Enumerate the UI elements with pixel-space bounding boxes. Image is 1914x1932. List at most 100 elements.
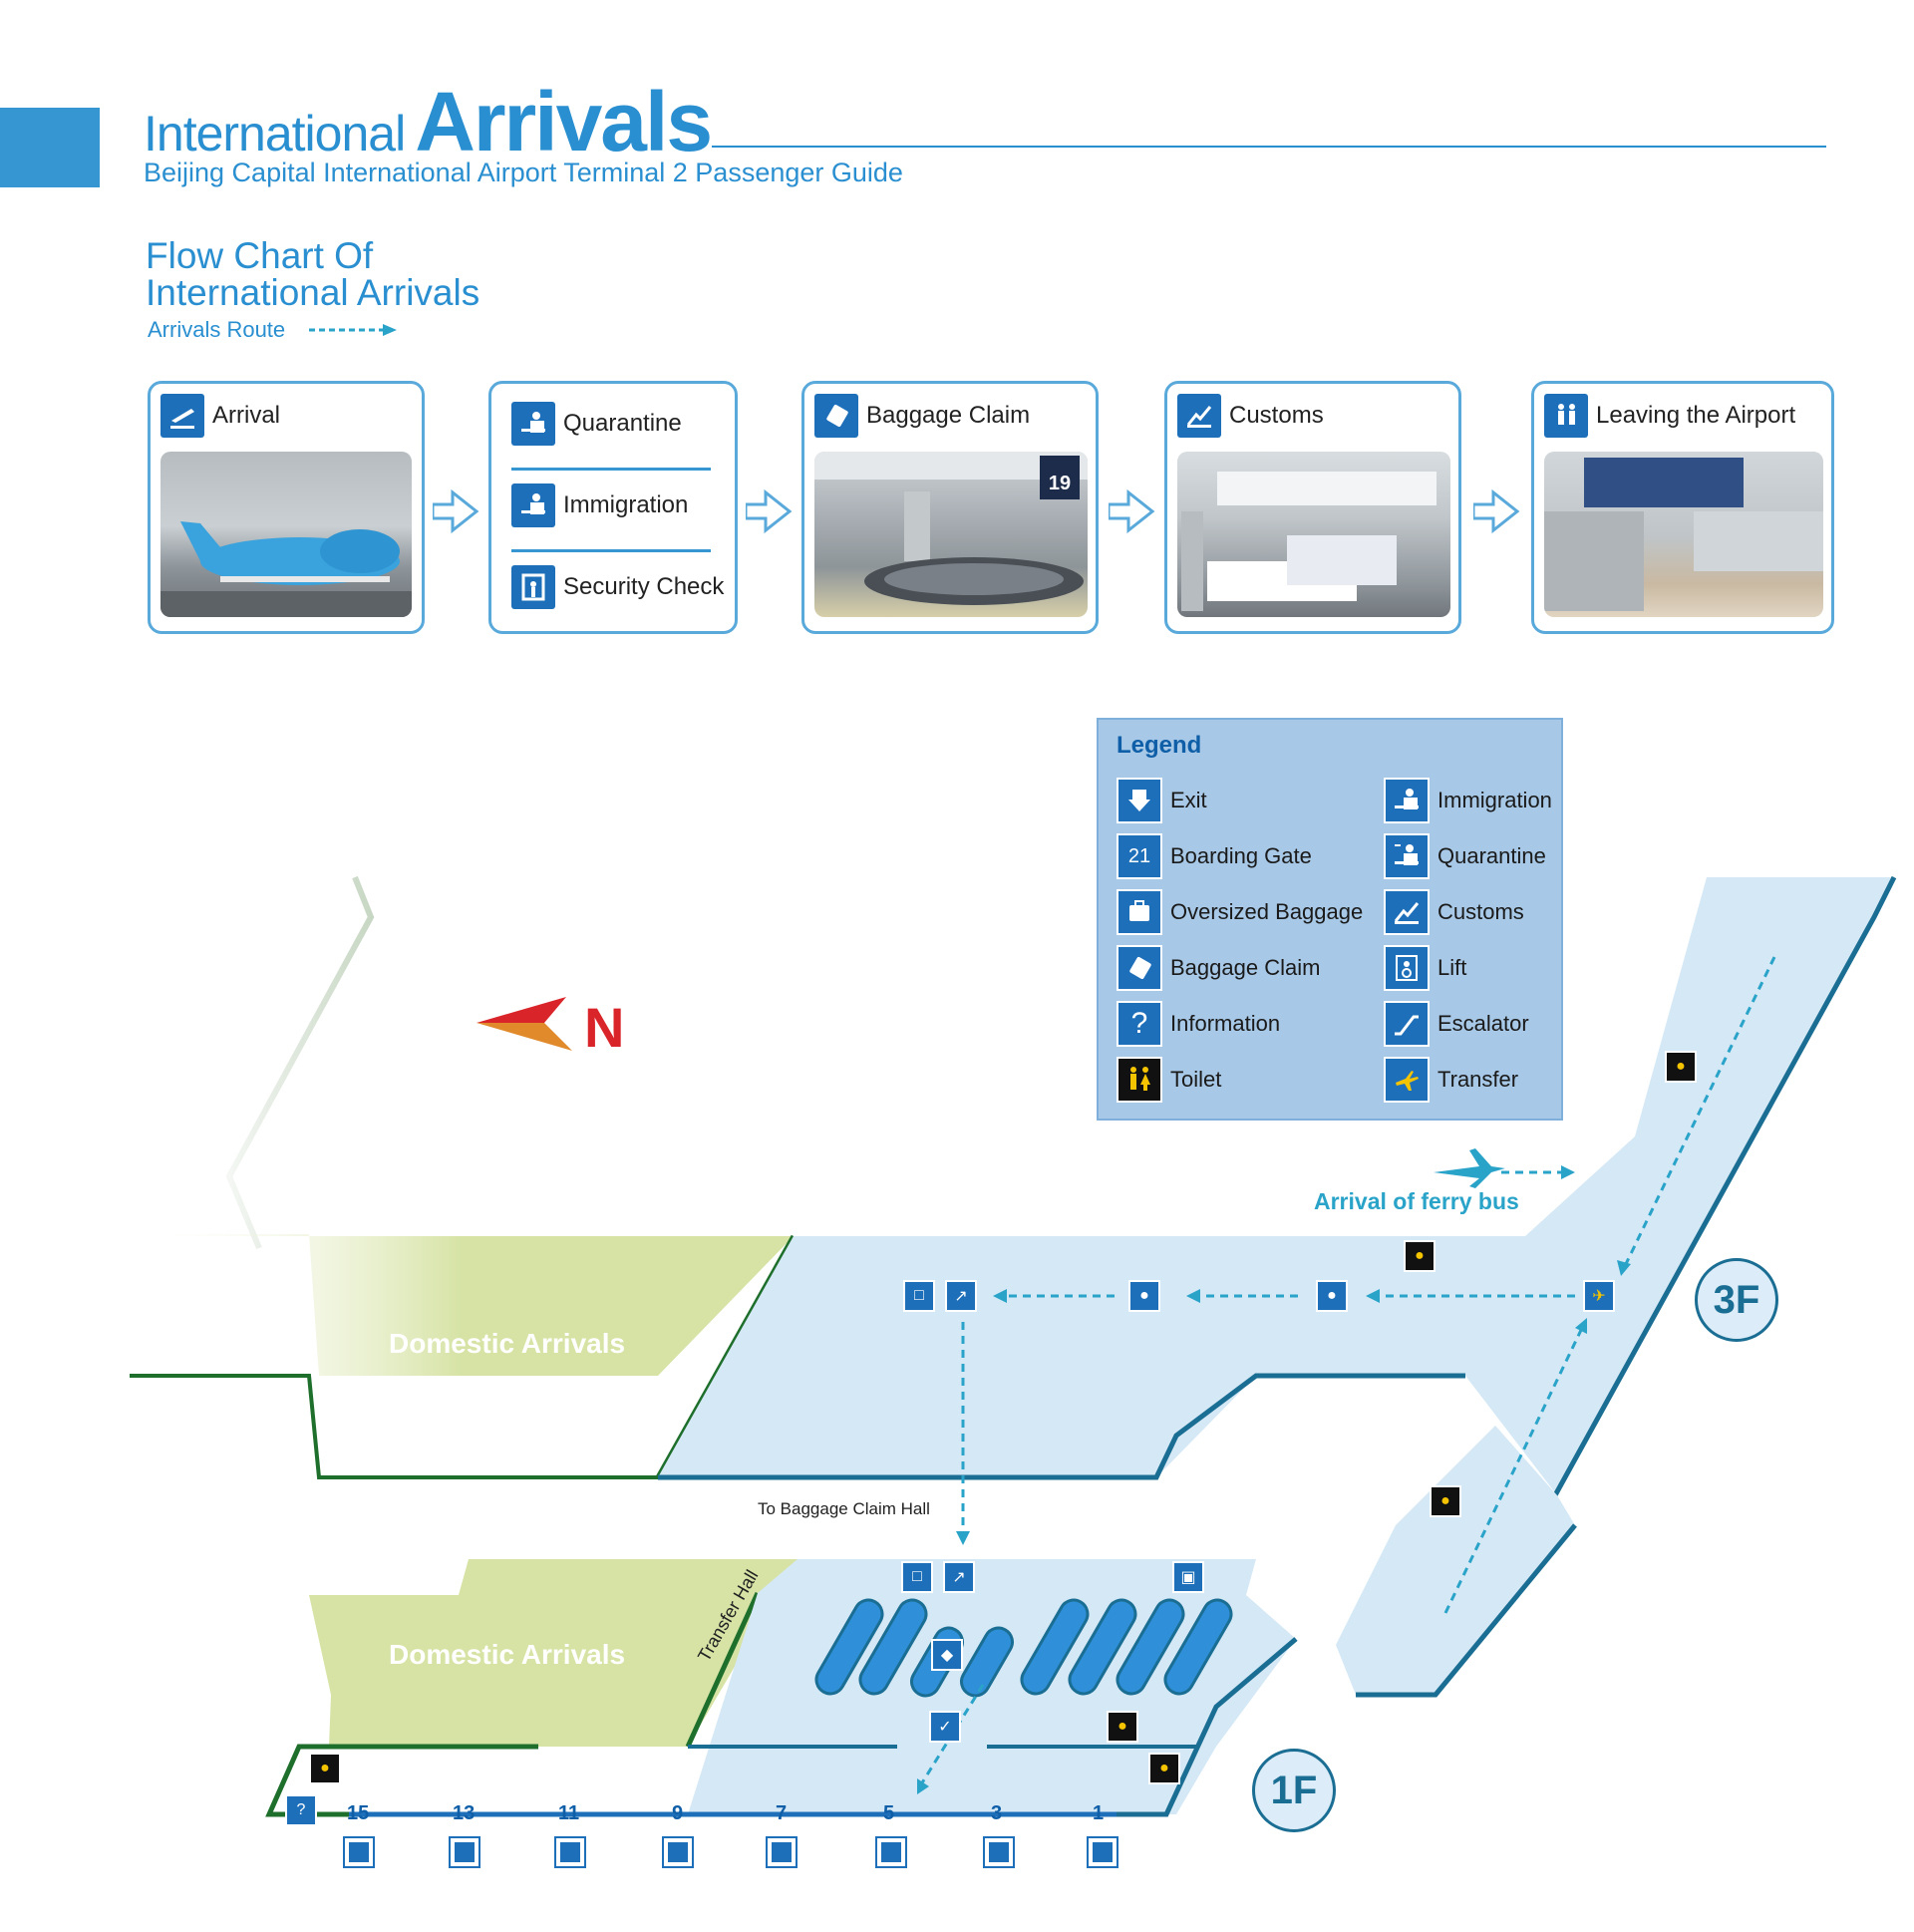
legend-label: Baggage Claim [1170,955,1321,980]
route-dashed-arrow [309,324,397,336]
flow-step-label: Leaving the Airport [1596,402,1796,429]
gate-number: 13 [453,1802,476,1824]
gate-number: 5 [883,1802,895,1824]
information-icon: ? [285,1794,317,1826]
quarantine-icon [511,402,555,446]
flow-title-line1: Flow Chart Of [146,235,374,276]
satellite-arm-1f [1336,1426,1575,1695]
exit-icon [1116,778,1162,823]
domestic-arrivals-3f-label: Domestic Arrivals [389,1328,626,1359]
leaving-icon [1544,394,1588,438]
faded-outline [225,875,375,1250]
legend-item-exit: Exit [1116,778,1207,823]
flow-step-label: Security Check [563,573,725,600]
lift-icon: □ [903,1280,935,1312]
legend-label: Transfer [1437,1067,1519,1092]
gate-number: 3 [991,1802,1003,1824]
header-accent-block [0,108,100,187]
exit-icon [554,1836,586,1868]
flow-arrow-icon [1473,488,1520,534]
baggage-carousels [814,1598,1233,1698]
immigration-icon: ● [1128,1280,1160,1312]
domestic-arrivals-1f-zone [309,1559,798,1747]
security-check-icon [511,565,555,609]
arrival-photo [160,452,412,617]
exit-icon [662,1836,694,1868]
flow-step-label: Baggage Claim [866,402,1031,429]
exit-icon [1087,1836,1118,1868]
quarantine-icon: ● [1316,1280,1348,1312]
photo-sign-number: 19 [1049,473,1071,494]
baggage-claim-photo: 19 [814,452,1088,617]
customs-icon [1384,889,1430,935]
floor-badge-3f: 3F [1695,1258,1778,1342]
escalator-icon [1384,1001,1430,1047]
ferry-bus-label: Arrival of ferry bus [1314,1188,1519,1214]
oversized-baggage-icon [1116,889,1162,935]
legend-label: Oversized Baggage [1170,899,1364,924]
baggage-claim-hall-1f [688,1559,1296,1814]
leaving-photo [1544,452,1823,617]
toilet-icon [1116,1057,1162,1103]
legend-label: Immigration [1437,788,1552,812]
legend-label: Customs [1437,899,1524,924]
immigration-icon [1384,778,1430,823]
transfer-icon [1384,1057,1430,1103]
legend-item-boarding-gate: 21 Boarding Gate [1116,833,1312,879]
legend-item-toilet: Toilet [1116,1057,1221,1103]
ferry-plane-icon [1434,1148,1505,1188]
domestic-arrivals-1f-label: Domestic Arrivals [389,1639,626,1670]
legend-item-oversized-baggage: Oversized Baggage [1116,889,1363,935]
legend-item-escalator: Escalator [1384,1001,1529,1047]
exit-icon [766,1836,798,1868]
legend-label: Toilet [1170,1067,1222,1092]
flow-step-arrival: Arrival [148,381,425,634]
to-baggage-claim-note: To Baggage Claim Hall [758,1499,930,1518]
gate-number: 9 [672,1802,684,1824]
gate-number: 1 [1093,1802,1105,1824]
information-icon: ? [1116,1001,1162,1047]
legend-item-immigration: Immigration [1384,778,1552,823]
customs-icon: ✓ [929,1711,961,1743]
baggage-claim-icon [1116,945,1162,991]
legend-item-transfer: Transfer [1384,1057,1518,1103]
toilet-icon: ● [1665,1051,1697,1083]
toilet-icon: ● [309,1753,341,1784]
toilet-icon: ● [1107,1711,1138,1743]
legend-item-baggage-claim: Baggage Claim [1116,945,1320,991]
flow-step-customs: Customs [1164,381,1461,634]
escalator-icon: ↗ [943,1561,975,1593]
gate-number: 15 [347,1802,370,1824]
customs-photo [1177,452,1450,617]
flow-step-label: Arrival [212,402,281,429]
oversized-baggage-icon: ▣ [1172,1561,1204,1593]
legend-label: Escalator [1437,1011,1529,1036]
floor-badge-1f: 1F [1252,1749,1336,1832]
title-main: Arrivals [415,75,713,168]
step-separator [511,468,711,471]
escalator-icon: ↗ [945,1280,977,1312]
step-separator [511,549,711,552]
north-arrow-icon [477,997,572,1051]
exit-icon [875,1836,907,1868]
lift-icon: □ [901,1561,933,1593]
route-legend-label: Arrivals Route [148,317,286,342]
legend-item-quarantine: Quarantine [1384,833,1546,879]
toilet-icon: ● [1404,1240,1436,1272]
baggage-claim-icon: ◆ [931,1639,963,1671]
flow-arrow-icon [433,488,479,534]
lift-icon [1384,945,1430,991]
legend-label: Exit [1170,788,1207,812]
exit-icon [983,1836,1015,1868]
flow-arrow-icon [1109,488,1155,534]
boarding-gate-icon: 21 [1116,833,1162,879]
flow-chart-title: Flow Chart Of International Arrivals [146,237,479,311]
flow-step-checks: Quarantine Immigration Security Check [488,381,738,634]
flow-arrow-icon [746,488,793,534]
arrival-plane-icon [160,394,204,438]
legend-label: Quarantine [1437,843,1546,868]
legend-label: Information [1170,1011,1281,1036]
flow-step-label: Immigration [563,491,689,518]
